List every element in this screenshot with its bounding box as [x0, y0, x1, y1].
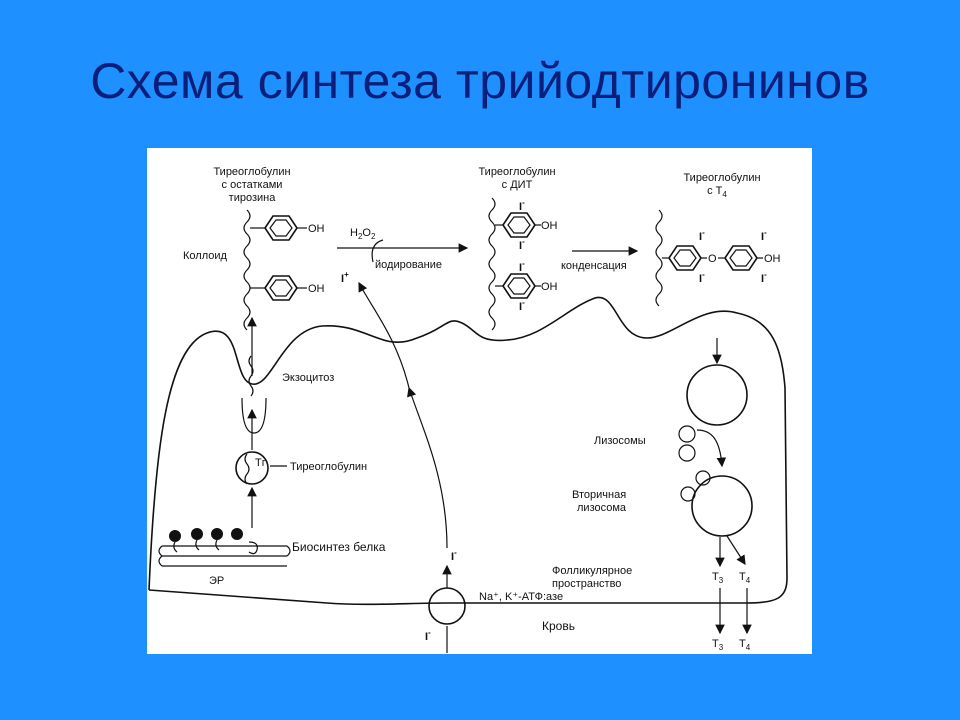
tg-tyrosine-label-3: тирозина [229, 192, 277, 204]
t4-molecule: O OH I- I- I- I- [662, 228, 781, 285]
iodide-upper-path [407, 386, 448, 549]
tyrosine-ring-2: OH [250, 275, 325, 301]
attached-lysosome [680, 486, 696, 502]
iodide-blood-label: I- [425, 628, 431, 643]
tg-t4-label-1: Тиреоглобулин [683, 172, 760, 184]
iodide-label: I- [519, 298, 525, 313]
secondary-lysosome [691, 475, 753, 537]
protein-biosynthesis-label: Биосинтез белка [292, 540, 386, 554]
colloid-label: Коллоид [183, 250, 228, 262]
oh-label: OH [764, 253, 781, 265]
t4-release-arrow [726, 535, 746, 566]
vesicle-tg-chain [244, 453, 250, 485]
secondary-lysosome-label-1: Вторичная [572, 489, 626, 501]
tg-tyrosine-label-2: с остатками [222, 179, 283, 191]
iodide-label: I- [699, 228, 705, 243]
iodide-to-colloid-arrow [358, 281, 410, 389]
diagram-panel: Тиреоглобулин с остатками тирозина Тирео… [147, 148, 812, 654]
iodide-cell-label: I- [451, 548, 457, 563]
tg-dit-label-1: Тиреоглобулин [478, 166, 555, 178]
iodide-label: I- [761, 270, 767, 285]
exocytosis-label: Экзоцитоз [282, 372, 334, 384]
na-k-atpase-label: Na⁺, K⁺-АТФ:азе [479, 591, 563, 603]
follicular-space-label-1: Фолликулярное [552, 565, 632, 577]
thyroid-synthesis-diagram: Тиреоглобулин с остатками тирозина Тирео… [148, 166, 788, 653]
secondary-lysosome-label-2: лизосома [577, 502, 627, 514]
iodination-curve [371, 239, 384, 263]
lysosomes-label: Лизосомы [594, 435, 646, 447]
lysosome-2 [678, 444, 696, 462]
tg-chain-1 [243, 209, 251, 331]
tg-t4-label-2: с Т4 [707, 185, 727, 199]
colloid-vesicle [686, 364, 748, 426]
tyrosine-ring-1: OH [250, 215, 325, 241]
oh-label: OH [308, 223, 325, 235]
dit-ring-1: OH I- I- [495, 198, 558, 252]
exocytosis-vesicle [241, 397, 267, 434]
iodine-plus-label: I+ [341, 270, 349, 285]
t3-inner-label: Т3 [712, 571, 724, 585]
iodide-label: I- [519, 259, 525, 274]
tg-chain-2 [488, 197, 496, 331]
thyroglobulin-label: Тиреоглобулин [290, 461, 367, 473]
tg-dit-label-2: с ДИТ [502, 179, 533, 191]
iodide-label: I- [519, 198, 525, 213]
oh-label: OH [308, 283, 325, 295]
oh-label: OH [541, 220, 558, 232]
tg-short-label: Тг [255, 457, 266, 469]
t4-inner-label: Т4 [739, 571, 751, 585]
endoplasmic-reticulum [158, 528, 291, 567]
o-bridge-label: O [708, 253, 717, 265]
iodide-label: I- [519, 237, 525, 252]
golgi-vesicle [235, 451, 269, 485]
oh-label: OH [541, 281, 558, 293]
h2o2-label: H2O2 [350, 227, 376, 241]
condensation-label: конденсация [561, 260, 627, 272]
lysosome-1 [678, 425, 696, 443]
iodide-label: I- [699, 270, 705, 285]
blood-label: Кровь [542, 619, 575, 633]
iodide-label: I- [761, 228, 767, 243]
follicular-cell-outline [148, 296, 788, 606]
tg-chain-3 [655, 209, 663, 307]
t4-blood-label: Т4 [739, 638, 751, 652]
iodination-label: йодирование [375, 259, 442, 271]
exocytosis-chain [248, 355, 254, 397]
na-k-atpase-pump [428, 587, 466, 625]
tg-tyrosine-label-1: Тиреоглобулин [213, 166, 290, 178]
lysosome-fusion-arrow [696, 429, 727, 468]
dit-ring-2: OH I- I- [495, 259, 558, 313]
t3-blood-label: Т3 [712, 638, 724, 652]
er-label: ЭР [209, 575, 224, 587]
slide-title: Схема синтеза трийодтиронинов [90, 53, 870, 109]
follicular-space-label-2: пространство [552, 578, 621, 590]
